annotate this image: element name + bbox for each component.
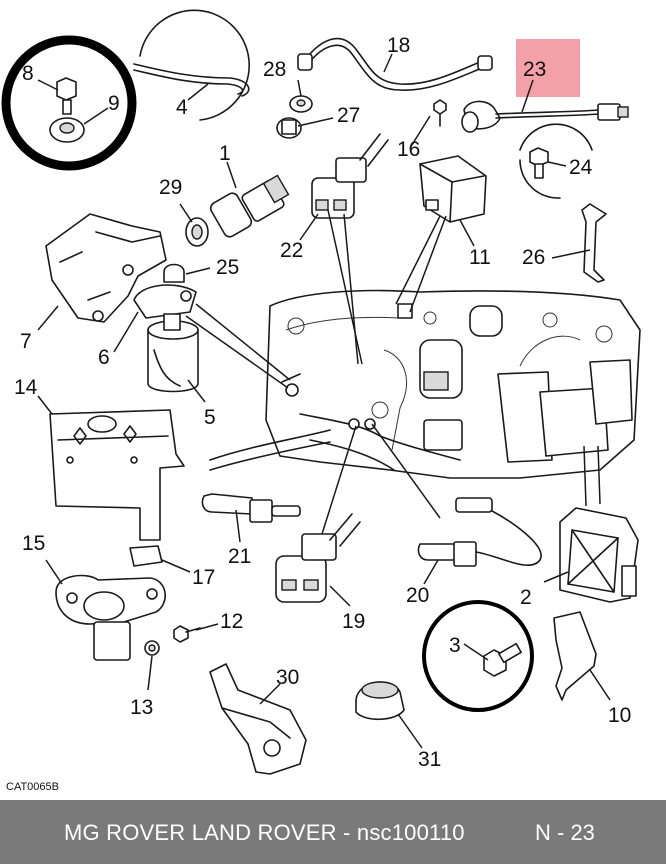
callout-31: 31 (418, 748, 441, 771)
callout-30: 30 (276, 666, 299, 689)
part-10-bracket (553, 611, 597, 701)
part-23-highlight (516, 39, 580, 97)
part-17-spacer (129, 545, 163, 567)
part-19-coolant-sensor (275, 513, 361, 603)
part-1-pressure-switch (209, 174, 290, 238)
part-24-bolt (519, 123, 593, 199)
part-31-grommet (355, 681, 405, 721)
part-20-oxygen-sensor (417, 497, 542, 567)
part-6-25-ignition-parts (133, 263, 197, 319)
part-14-mounting-plate (49, 409, 185, 541)
callout-29: 29 (159, 176, 182, 199)
catalog-code: CAT0065B (6, 781, 59, 793)
callout-19: 19 (342, 610, 365, 633)
part-12-13-screws (144, 625, 201, 656)
detail-circle-bolt-washer (1, 35, 137, 171)
callout-7: 7 (20, 330, 32, 353)
part-2-ecu (559, 507, 639, 603)
part-26-bracket (581, 203, 607, 283)
callout-20: 20 (406, 584, 429, 607)
part-22-temperature-sensor (311, 133, 389, 219)
callout-18: 18 (387, 34, 410, 57)
callout-2: 2 (520, 586, 532, 609)
callout-17: 17 (192, 566, 215, 589)
callout-4: 4 (176, 96, 188, 119)
parts-diagram: 8 9 4 18 28 27 23 16 24 1 29 22 11 26 25… (1, 9, 641, 793)
part-30-clip-bracket (209, 663, 307, 775)
part-18-sensor-lead (297, 37, 493, 91)
part-27-28-washers (276, 95, 313, 139)
part-21-temperature-sender (201, 493, 301, 523)
callout-27: 27 (337, 104, 360, 127)
part-29-washer (185, 217, 209, 247)
engine-bay (209, 289, 641, 479)
part-4-hose (133, 9, 250, 121)
callout-8: 8 (22, 62, 34, 85)
part-5-ignition-coil (147, 313, 199, 393)
callout-21: 21 (228, 545, 251, 568)
part-15-throttle-sensor (55, 574, 166, 661)
callout-28: 28 (263, 58, 286, 81)
callout-5: 5 (204, 406, 216, 429)
leader-lines (37, 53, 611, 749)
callout-6: 6 (98, 346, 110, 369)
callout-26: 26 (522, 246, 545, 269)
callout-22: 22 (280, 239, 303, 262)
callout-23: 23 (523, 58, 546, 81)
callout-25: 25 (216, 256, 239, 279)
callout-24: 24 (569, 156, 593, 179)
callout-15: 15 (22, 532, 45, 555)
callout-3: 3 (449, 634, 461, 657)
footer-title: MG ROVER LAND ROVER - nsc100110 (64, 820, 465, 845)
callout-9: 9 (108, 92, 120, 115)
callout-11: 11 (469, 246, 491, 269)
footer-bar: MG ROVER LAND ROVER - nsc100110 N - 23 (0, 800, 666, 864)
part-7-coil-bracket (45, 213, 167, 323)
callout-10: 10 (608, 704, 631, 727)
callout-16: 16 (397, 138, 420, 161)
footer-page-number: N - 23 (535, 820, 595, 845)
callout-1: 1 (219, 142, 231, 165)
part-11-map-sensor (419, 155, 487, 223)
callout-labels: 8 9 4 18 28 27 23 16 24 1 29 22 11 26 25… (6, 34, 631, 793)
callout-14: 14 (14, 376, 38, 399)
callout-13: 13 (130, 696, 153, 719)
callout-12: 12 (220, 610, 243, 633)
part-23-knock-sensor (433, 99, 629, 133)
detail-circle-bolt-3 (422, 600, 534, 712)
